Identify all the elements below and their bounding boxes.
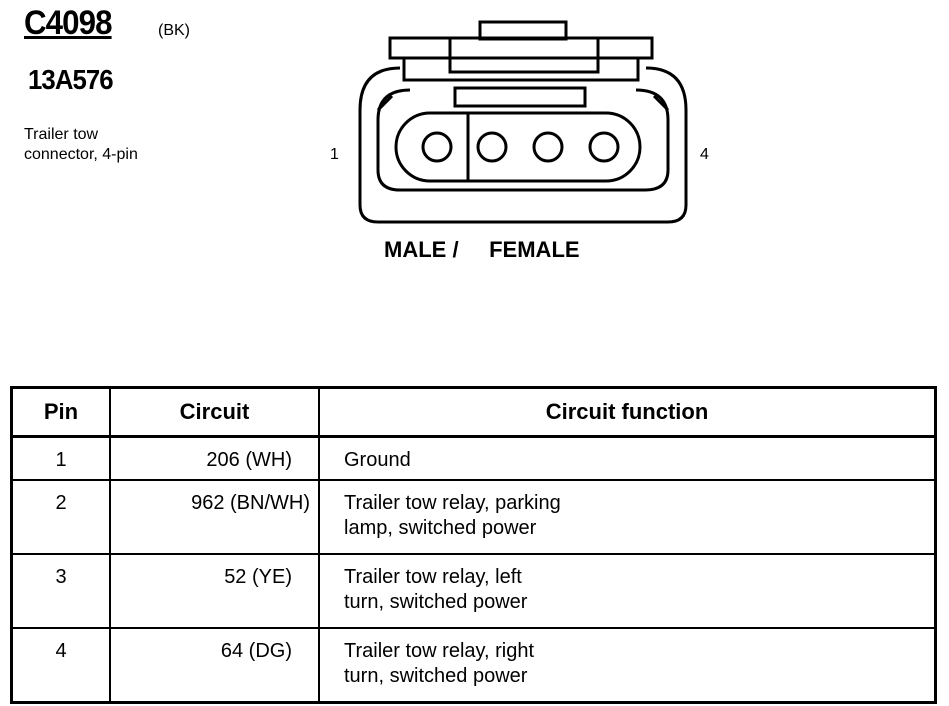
connector-id: C4098 — [24, 4, 113, 42]
table-row: 2 962 (BN/WH) Trailer tow relay, parking… — [10, 479, 937, 555]
function-line: Trailer tow relay, left — [344, 566, 522, 588]
face-label: MALE / FEMALE — [384, 237, 580, 262]
part-number: 13A576 — [28, 64, 114, 95]
cell-pin: 4 — [10, 627, 111, 704]
connector-top-tab — [478, 20, 568, 41]
connector-top-bar — [388, 36, 654, 60]
connector-description: Trailer tow connector, 4-pin — [24, 125, 204, 165]
cell-function: Ground — [318, 435, 937, 481]
connector-face-diagram — [358, 20, 688, 224]
cell-circuit: 52 (YE) — [109, 553, 320, 629]
cell-function: Trailer tow relay, parking lamp, switche… — [318, 479, 937, 555]
pin-1-icon — [421, 131, 453, 163]
pin-number-last: 4 — [700, 146, 709, 163]
pin-4-icon — [588, 131, 620, 163]
description-line: Trailer tow — [24, 126, 99, 143]
description-line: connector, 4-pin — [24, 146, 138, 163]
pin-3-icon — [532, 131, 564, 163]
function-line: turn, switched power — [344, 665, 528, 687]
header-pin: Pin — [10, 386, 111, 438]
header-function: Circuit function — [318, 386, 937, 438]
pin-table: Pin Circuit Circuit function 1 206 (WH) … — [10, 386, 937, 704]
table-row: 1 206 (WH) Ground — [10, 435, 937, 481]
table-header-row: Pin Circuit Circuit function — [10, 386, 937, 438]
cell-pin: 3 — [10, 553, 111, 629]
table-row: 4 64 (DG) Trailer tow relay, right turn,… — [10, 627, 937, 704]
pin-number-first: 1 — [330, 146, 339, 163]
pin-2-icon — [476, 131, 508, 163]
header-circuit: Circuit — [109, 386, 320, 438]
function-line: lamp, switched power — [344, 517, 537, 539]
connector-outer-housing — [358, 66, 688, 224]
function-line: Trailer tow relay, right — [344, 640, 535, 662]
connector-color: (BK) — [158, 22, 190, 39]
connector-lock-bar — [453, 86, 587, 108]
pin-cavity — [394, 111, 642, 183]
function-line: Ground — [344, 449, 411, 471]
cell-function: Trailer tow relay, left turn, switched p… — [318, 553, 937, 629]
function-line: Trailer tow relay, parking — [344, 492, 561, 514]
cell-pin: 2 — [10, 479, 111, 555]
cell-circuit: 64 (DG) — [109, 627, 320, 704]
cell-function: Trailer tow relay, right turn, switched … — [318, 627, 937, 704]
table-row: 3 52 (YE) Trailer tow relay, left turn, … — [10, 553, 937, 629]
cell-circuit: 962 (BN/WH) — [109, 479, 320, 555]
function-line: turn, switched power — [344, 591, 528, 613]
connector-latch — [402, 58, 640, 82]
cell-pin: 1 — [10, 435, 111, 481]
cell-circuit: 206 (WH) — [109, 435, 320, 481]
